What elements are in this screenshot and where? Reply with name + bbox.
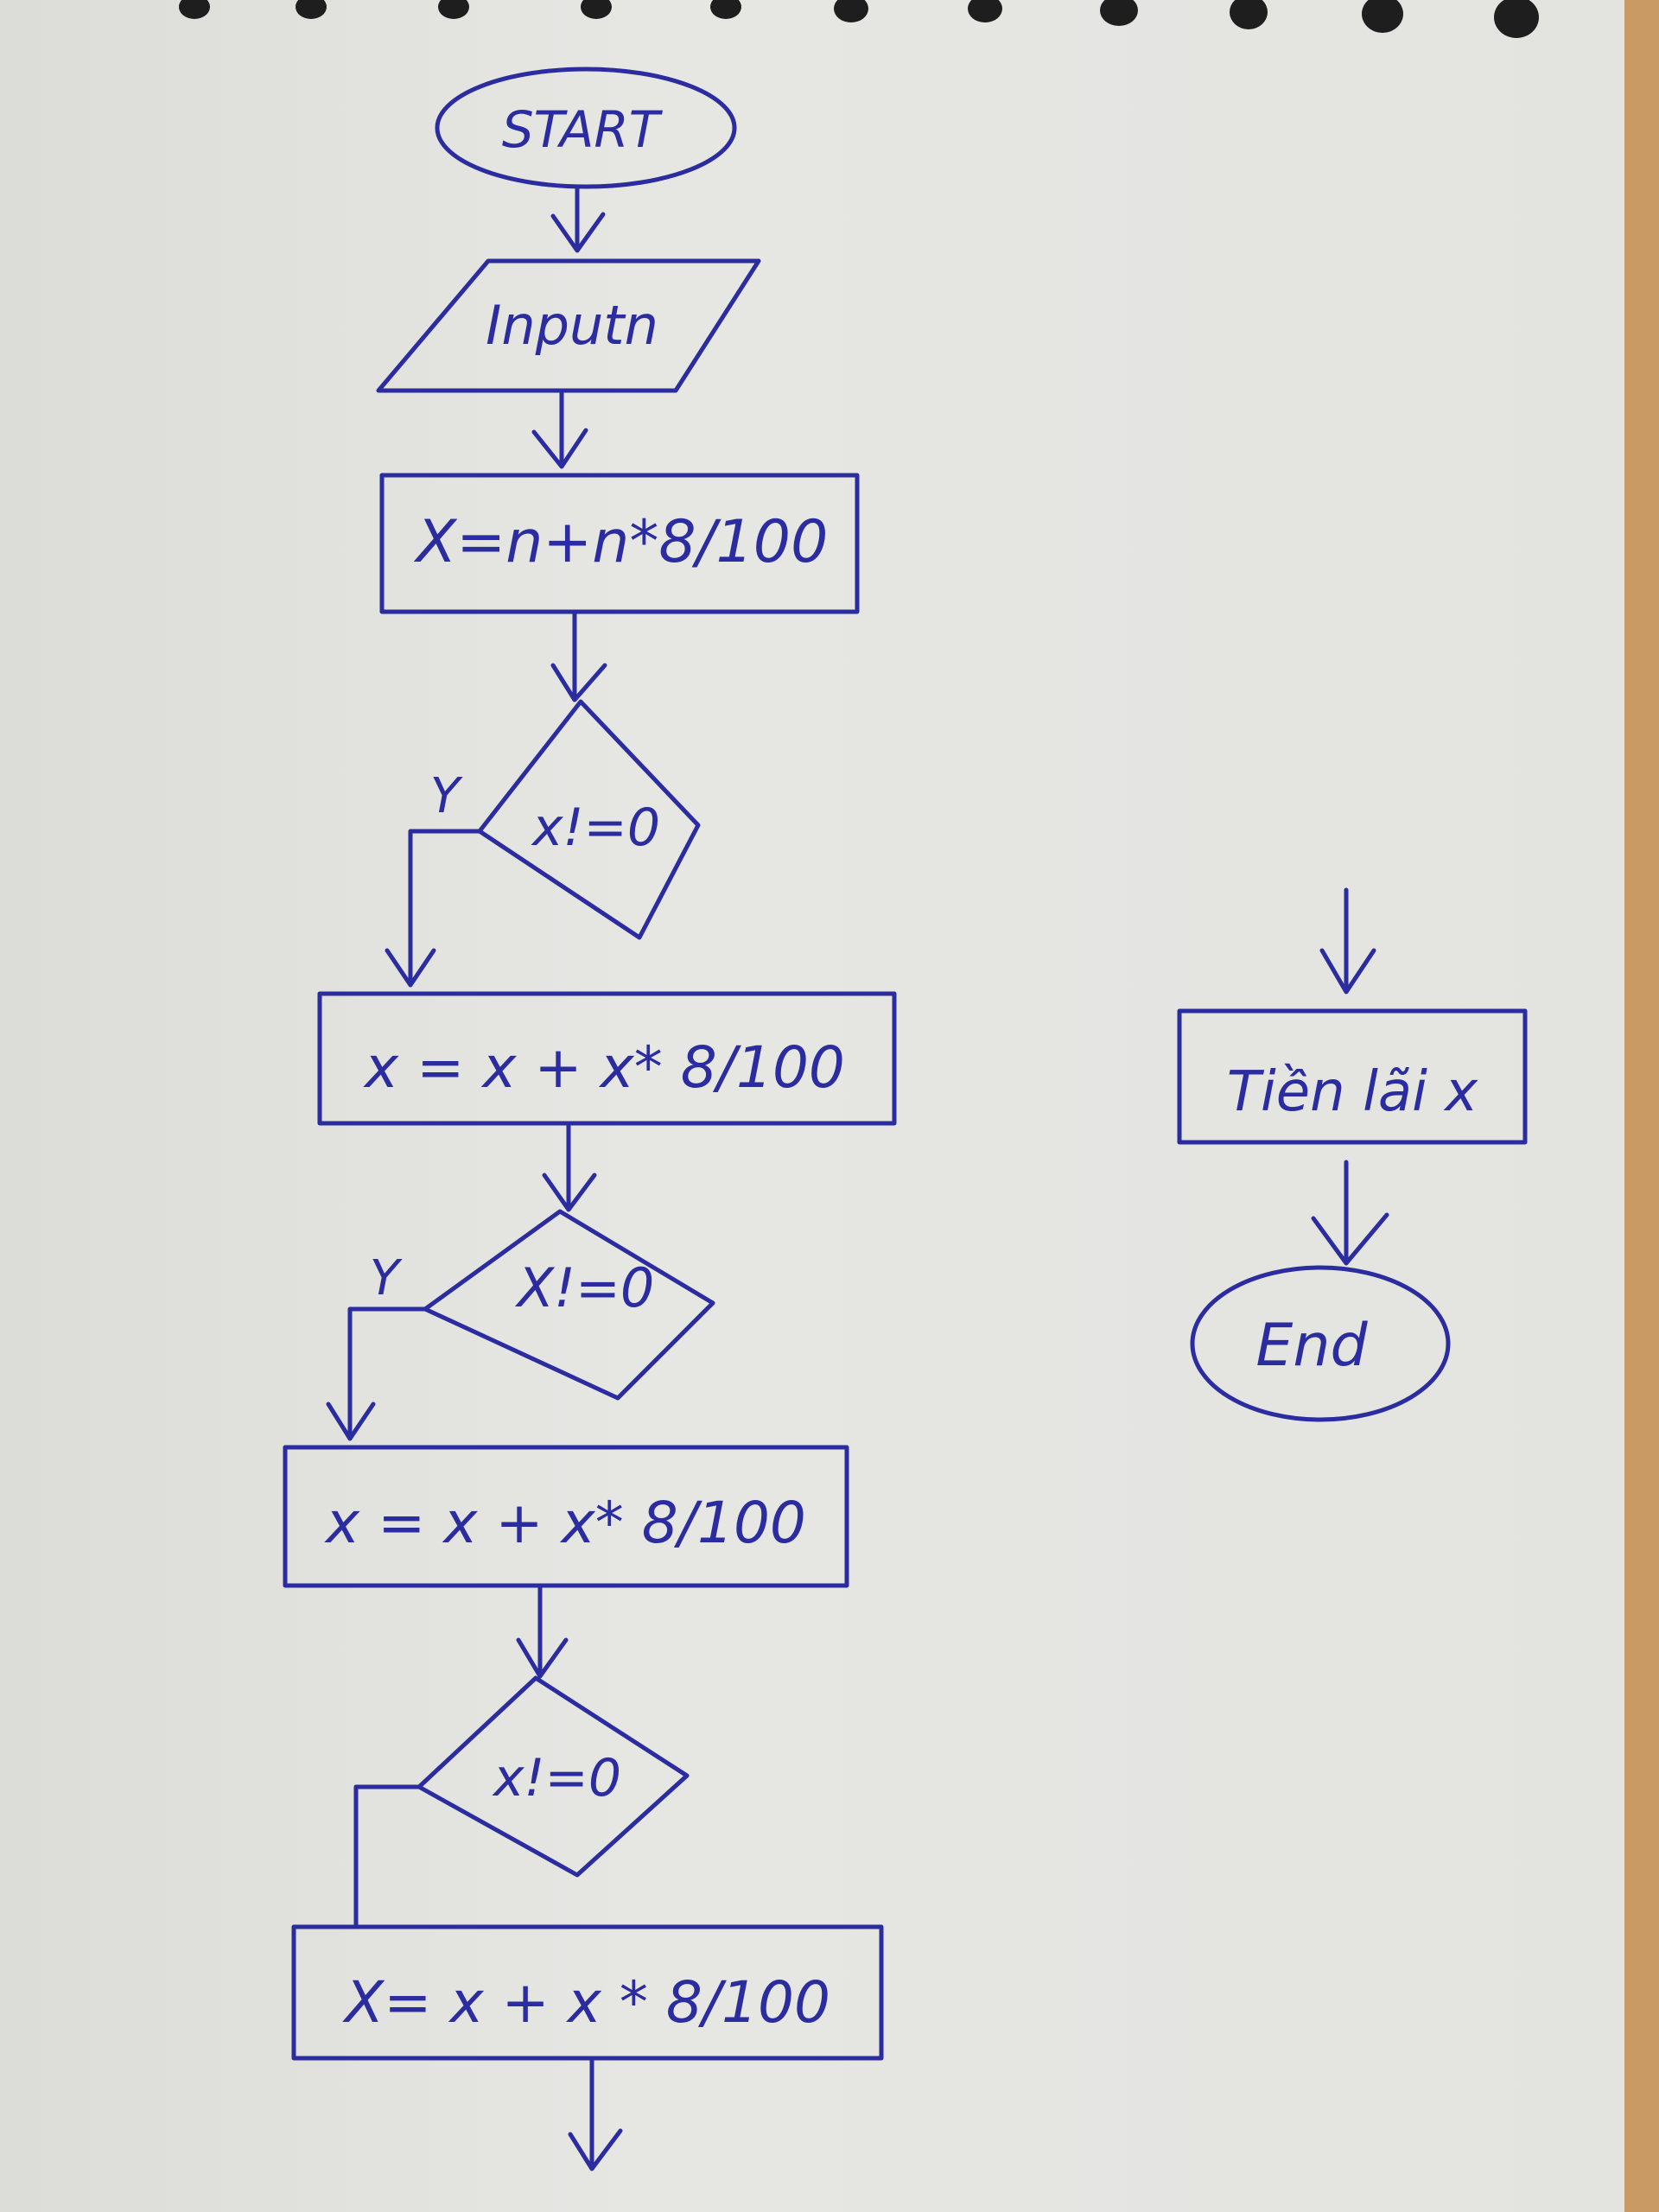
yes-label-1: Y <box>430 768 463 824</box>
spiral-binding <box>179 0 1539 38</box>
cond2-diamond <box>423 1209 715 1401</box>
calc1-label: X=n+n*8/100 <box>414 508 829 576</box>
calc2-label: x = x + x* 8/100 <box>363 1034 845 1101</box>
yes-branch-1 <box>385 829 482 988</box>
arrow-output-end <box>1311 1160 1389 1266</box>
calc3-label: x = x + x* 8/100 <box>324 1490 806 1556</box>
calc3-box <box>283 1445 849 1588</box>
arrow-calc3-cond3 <box>516 1583 569 1679</box>
calc1-box <box>379 473 860 614</box>
arrow-start-input <box>550 186 606 253</box>
start-terminator <box>435 67 737 189</box>
calc2-box <box>317 991 897 1126</box>
notebook-page <box>0 0 1624 2212</box>
branch-3 <box>353 1784 422 1929</box>
yes-branch-2 <box>326 1306 428 1441</box>
cond3-diamond <box>416 1675 690 1878</box>
arrow-calc1-cond1 <box>550 611 607 702</box>
output-label: Tiền lãi x <box>1227 1060 1478 1124</box>
calc4-label: X= x + x * 8/100 <box>342 1969 830 2036</box>
calc4-box <box>291 1924 884 2061</box>
cond1-diamond <box>477 699 701 940</box>
yes-label-2: Y <box>370 1250 403 1306</box>
input-parallelogram <box>376 258 761 393</box>
arrow-calc2-cond2 <box>542 1121 597 1212</box>
arrow-into-output <box>1319 887 1376 995</box>
cond3-label: x!=0 <box>492 1748 621 1808</box>
cond1-label: x!=0 <box>531 798 660 858</box>
arrow-input-calc1 <box>531 388 588 469</box>
cond2-label: X!=0 <box>515 1256 655 1319</box>
input-label: Inputn <box>486 294 658 357</box>
end-label: End <box>1255 1312 1368 1380</box>
end-terminator <box>1190 1265 1451 1422</box>
output-box <box>1177 1008 1528 1145</box>
start-label: START <box>502 100 664 159</box>
arrow-calc4-out <box>568 2058 623 2171</box>
